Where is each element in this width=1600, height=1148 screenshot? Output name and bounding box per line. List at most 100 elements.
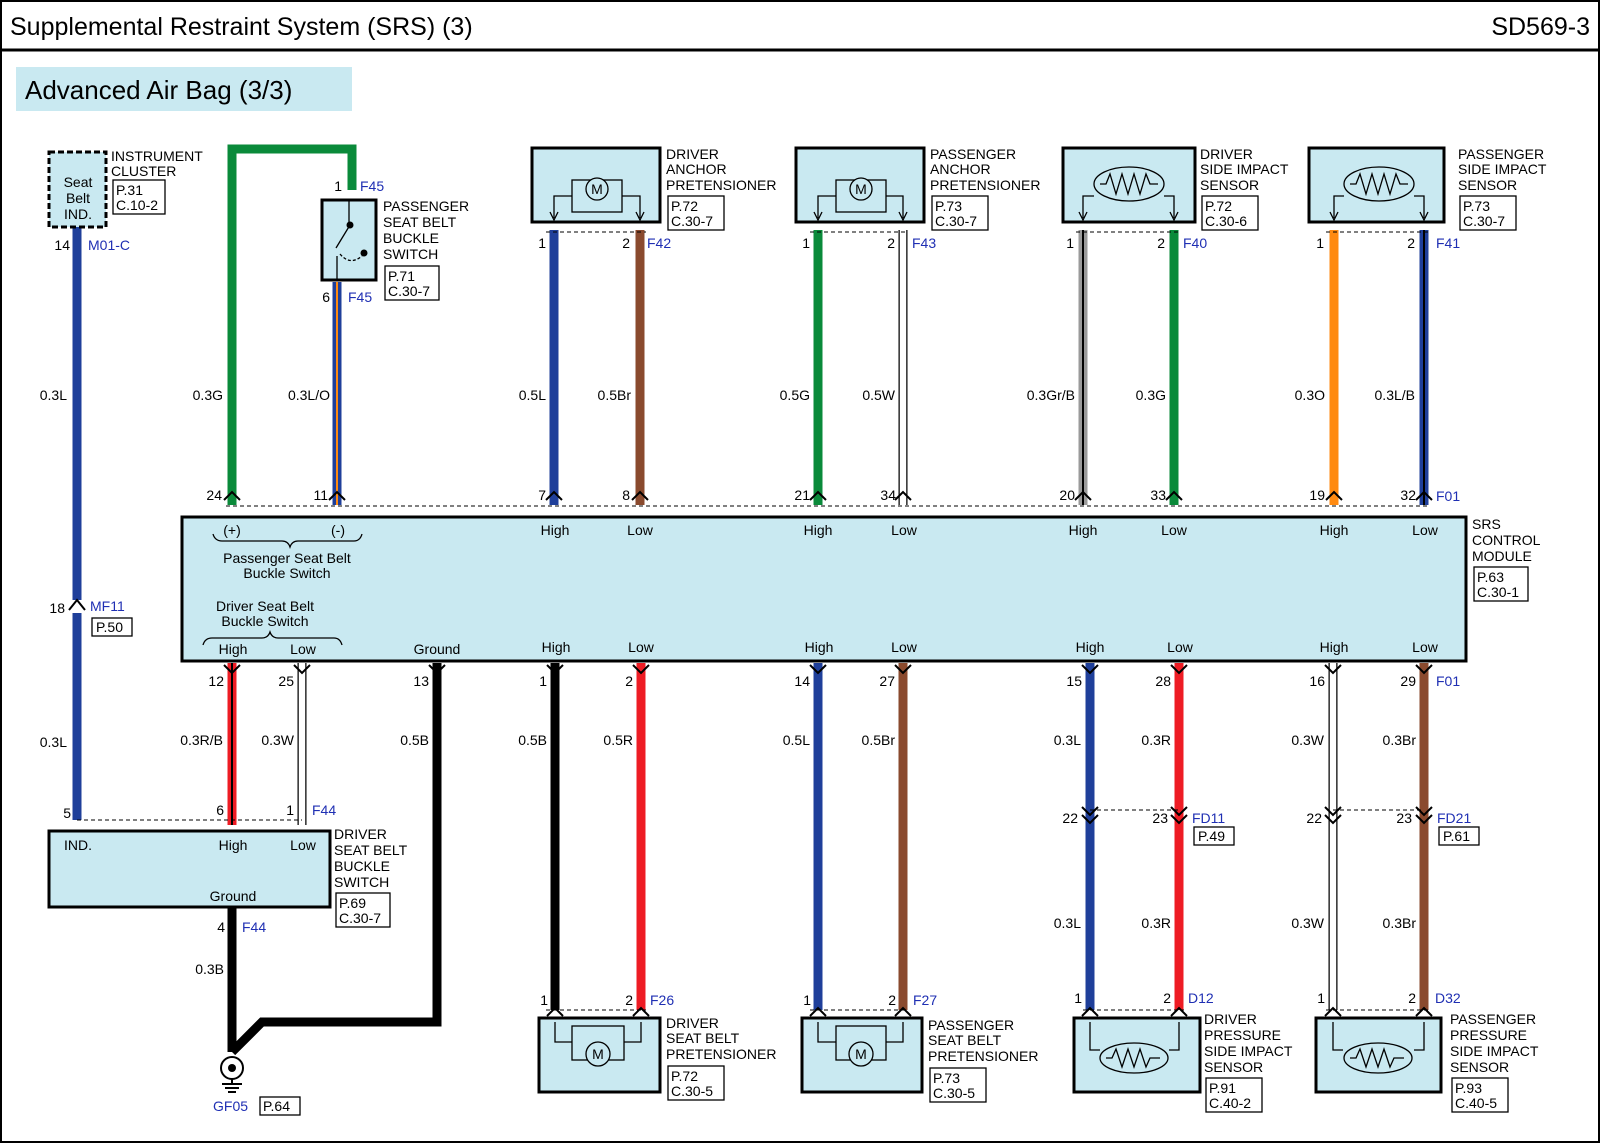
dsi-name-3: SENSOR: [1200, 177, 1259, 193]
connector-labels: M01-C F45 F45 F42 F43 F40 F41 F01 F01 MF…: [88, 178, 1471, 1008]
pa-ref-2: C.30-7: [935, 213, 977, 229]
dp-ref-box: [1205, 1077, 1263, 1113]
driver-pressure-sensor: [1072, 1016, 1202, 1094]
da-ref-2: C.30-7: [671, 213, 713, 229]
svg-text:P.61: P.61: [1443, 828, 1470, 844]
dp-name-2: PRESSURE: [1204, 1027, 1281, 1043]
pbs-name-3: BUCKLE: [383, 230, 439, 246]
svg-text:High: High: [1076, 639, 1105, 655]
svg-text:F01: F01: [1436, 673, 1460, 689]
dbs-name-1: DRIVER: [334, 826, 387, 842]
drv-switch-brace: [202, 629, 343, 646]
svg-text:1: 1: [1316, 235, 1324, 251]
svg-text:1: 1: [1066, 235, 1074, 251]
svg-text:D12: D12: [1188, 990, 1214, 1006]
psi-name-3: SENSOR: [1458, 177, 1517, 193]
svg-text:1: 1: [334, 178, 342, 194]
svg-text:Low: Low: [1412, 522, 1439, 538]
srs-plus: (+): [223, 522, 241, 538]
svg-text:22: 22: [1306, 810, 1322, 826]
wire-g24: [227, 144, 357, 505]
driver-seatbelt-pretensioner: M: [537, 1016, 662, 1094]
ground-name: GF05: [213, 1098, 248, 1114]
svg-text:24: 24: [206, 487, 222, 503]
pa-name-1: PASSENGER: [930, 146, 1016, 162]
svg-text:1: 1: [539, 673, 547, 689]
ic-inner-1: Seat: [64, 174, 93, 190]
ground-icon: [220, 1056, 244, 1093]
psp-name-3: PRETENSIONER: [928, 1048, 1038, 1064]
svg-text:0.3L: 0.3L: [40, 387, 67, 403]
svg-text:15: 15: [1066, 673, 1082, 689]
pp-name-4: SENSOR: [1450, 1059, 1509, 1075]
dsp-name-1: DRIVER: [666, 1015, 719, 1031]
svg-text:Low: Low: [1167, 639, 1194, 655]
svg-text:2: 2: [1157, 235, 1165, 251]
header-code: SD569-3: [1491, 13, 1590, 41]
svg-text:33: 33: [1150, 487, 1166, 503]
svg-text:P.50: P.50: [96, 619, 123, 635]
svg-text:High: High: [541, 522, 570, 538]
motor-symbol: M: [591, 181, 603, 197]
svg-text:1: 1: [1317, 990, 1325, 1006]
psp-ref-1: P.73: [933, 1070, 960, 1086]
pp-ref-2: C.40-5: [1455, 1095, 1497, 1111]
dbs-ref-2: C.30-7: [339, 910, 381, 926]
srs-drv-low: Low: [290, 641, 317, 657]
svg-text:P.49: P.49: [1198, 828, 1225, 844]
svg-text:F43: F43: [912, 235, 936, 251]
svg-text:FD21: FD21: [1437, 810, 1471, 826]
ic-ref-box: [112, 179, 166, 215]
svg-text:F42: F42: [647, 235, 671, 251]
svg-text:M: M: [855, 1046, 867, 1062]
svg-text:0.5Br: 0.5Br: [598, 387, 632, 403]
svg-text:34: 34: [880, 487, 896, 503]
srs-ref-box: [1473, 566, 1529, 602]
svg-text:0.3O: 0.3O: [1295, 387, 1325, 403]
pa-name-2: ANCHOR: [930, 161, 991, 177]
svg-text:2: 2: [888, 992, 896, 1008]
svg-text:0.5W: 0.5W: [862, 387, 895, 403]
svg-text:0.3R: 0.3R: [1141, 915, 1171, 931]
svg-text:2: 2: [622, 235, 630, 251]
passenger-seatbelt-pretensioner: M: [800, 1016, 924, 1094]
dbs-ref-box: [335, 892, 391, 928]
connector-chevrons: [68, 490, 1433, 1017]
psp-name-2: SEAT BELT: [928, 1032, 1002, 1048]
svg-text:0.3L/O: 0.3L/O: [288, 387, 330, 403]
svg-text:4: 4: [217, 919, 225, 935]
switch-symbol: [335, 200, 368, 280]
motor-symbol: M: [855, 181, 867, 197]
svg-text:F45: F45: [348, 289, 372, 305]
psp-ref-box: [929, 1067, 987, 1103]
driver-buckle-switch-box: [47, 829, 332, 909]
svg-text:2: 2: [625, 673, 633, 689]
svg-text:21: 21: [794, 487, 810, 503]
svg-text:Low: Low: [628, 639, 655, 655]
ground-ref-box: [259, 1096, 301, 1116]
svg-text:1: 1: [540, 992, 548, 1008]
svg-text:High: High: [1320, 639, 1349, 655]
svg-text:14: 14: [54, 237, 70, 253]
srs-drv-label-1: Driver Seat Belt: [216, 598, 314, 614]
pbs-ref-box: [384, 265, 440, 301]
instrument-cluster-box: [47, 150, 108, 229]
pp-ref-box: [1451, 1077, 1509, 1113]
svg-text:2: 2: [1408, 990, 1416, 1006]
svg-text:1: 1: [286, 802, 294, 818]
ic-ref-1: P.31: [116, 182, 143, 198]
dbs-high: High: [219, 837, 248, 853]
pbs-ref-1: P.71: [388, 268, 415, 284]
pa-name-3: PRETENSIONER: [930, 177, 1040, 193]
dp-name-1: DRIVER: [1204, 1011, 1257, 1027]
svg-text:1: 1: [538, 235, 546, 251]
svg-text:Low: Low: [1161, 522, 1188, 538]
svg-text:High: High: [805, 639, 834, 655]
svg-text:0.5G: 0.5G: [780, 387, 810, 403]
svg-text:27: 27: [879, 673, 895, 689]
dp-ref-2: C.40-2: [1209, 1095, 1251, 1111]
dbs-low: Low: [290, 837, 317, 853]
wire-gnd: [228, 663, 442, 1056]
svg-text:6: 6: [322, 289, 330, 305]
svg-text:F26: F26: [650, 992, 674, 1008]
